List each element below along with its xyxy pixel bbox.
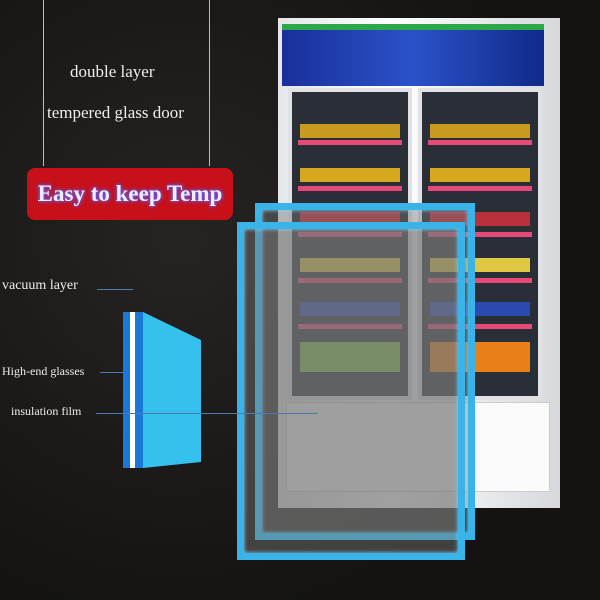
leader-line <box>100 372 124 373</box>
fridge-base-panel <box>286 402 550 492</box>
leader-line <box>97 289 133 290</box>
label-high-end-glasses: High-end glasses <box>2 364 85 378</box>
headline-line2: tempered glass door <box>47 103 184 122</box>
glass-pane-back <box>255 203 475 540</box>
leader-line <box>96 413 318 414</box>
glass-cross-section-icon <box>123 312 201 468</box>
feature-badge: Easy to keep Temp <box>27 168 233 220</box>
fridge-door-left <box>288 88 412 400</box>
fridge-door-right <box>418 88 542 400</box>
label-vacuum-layer: vacuum layer <box>2 278 78 293</box>
divider-line <box>209 0 210 166</box>
label-insulation-film: insulation film <box>11 404 82 418</box>
fridge-illustration <box>278 18 560 508</box>
headline-line1: double layer <box>70 62 155 81</box>
glass-pane-front <box>237 222 465 560</box>
fridge-top-banner <box>282 24 544 86</box>
divider-line <box>43 0 44 166</box>
